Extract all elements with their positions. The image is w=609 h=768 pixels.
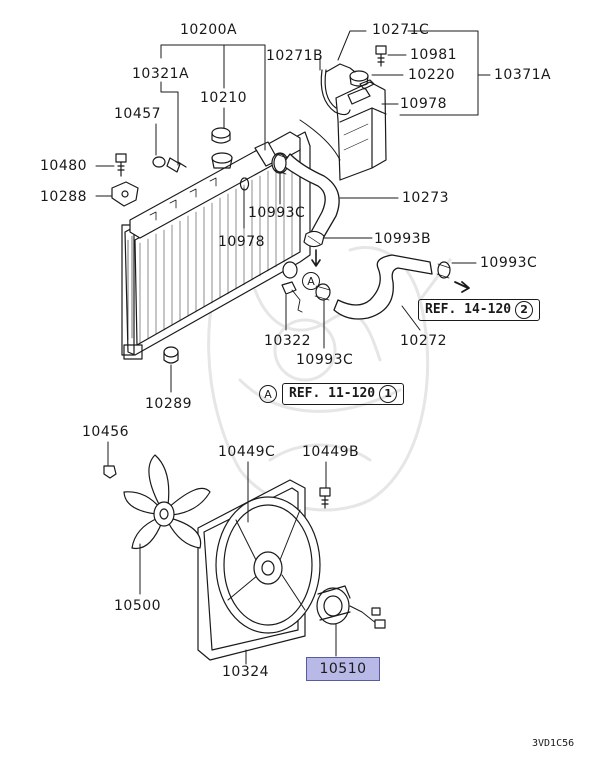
bolt-10480	[115, 153, 127, 177]
label-10457[interactable]: 10457	[114, 106, 162, 122]
fan-blade-10500	[123, 454, 211, 550]
nut-10456	[103, 465, 117, 479]
label-10993C-lower[interactable]: 10993C	[296, 352, 354, 368]
radiator-cap-10210	[211, 127, 231, 144]
label-10273[interactable]: 10273	[402, 190, 450, 206]
label-10220[interactable]: 10220	[408, 67, 456, 83]
fan-motor-10510	[316, 585, 386, 629]
ref-arrow-right	[454, 281, 470, 293]
label-10993C-upper[interactable]: 10993C	[248, 205, 306, 221]
label-10993C-right[interactable]: 10993C	[480, 255, 538, 271]
label-10981[interactable]: 10981	[410, 47, 458, 63]
label-10324[interactable]: 10324	[222, 664, 270, 680]
label-10288[interactable]: 10288	[40, 189, 88, 205]
clamp-10993C-lower	[314, 283, 331, 301]
label-10371A[interactable]: 10371A	[494, 67, 552, 83]
bolt-10449B	[319, 487, 331, 509]
clamp-10993B	[303, 230, 325, 248]
label-10978-radiator[interactable]: 10978	[218, 234, 266, 250]
label-10200A[interactable]: 10200A	[180, 22, 238, 38]
tank-hose-10271C	[325, 63, 356, 73]
lower-hose-10272	[333, 254, 433, 320]
document-code: 3VD1C56	[532, 738, 575, 749]
ref-11-120-text: REF. 11-120	[289, 386, 376, 401]
label-10449C[interactable]: 10449C	[218, 444, 276, 460]
label-10210[interactable]: 10210	[200, 90, 248, 106]
ref-14-120-text: REF. 14-120	[425, 302, 512, 317]
label-10456[interactable]: 10456	[82, 424, 130, 440]
label-10510-selected[interactable]: 10510	[306, 657, 380, 681]
label-10321A[interactable]: 10321A	[132, 66, 190, 82]
bolt-10981	[375, 45, 387, 67]
label-10480[interactable]: 10480	[40, 158, 88, 174]
reserve-tank	[335, 79, 387, 181]
o-ring-10457	[152, 156, 166, 168]
clamp-10993C-right	[436, 261, 451, 279]
label-10993B[interactable]: 10993B	[374, 231, 432, 247]
label-10271B[interactable]: 10271B	[266, 48, 324, 64]
radiator-core	[121, 131, 311, 360]
ref-11-120[interactable]: REF. 11-120 1	[282, 383, 405, 405]
flow-arrow	[311, 249, 321, 267]
ref-14-120[interactable]: REF. 14-120 2	[418, 299, 541, 321]
ref-marker-a: A	[302, 272, 320, 290]
drain-plug	[166, 157, 187, 173]
label-10322[interactable]: 10322	[264, 333, 312, 349]
ref-11-120-number: 1	[379, 385, 398, 403]
label-10500[interactable]: 10500	[114, 598, 162, 614]
label-10449B[interactable]: 10449B	[302, 444, 360, 460]
sensor-10322	[281, 281, 303, 313]
mount-rubber-10289	[163, 346, 179, 364]
label-10289[interactable]: 10289	[145, 396, 193, 412]
leader-lines	[95, 30, 491, 665]
ref-14-120-number: 2	[515, 301, 534, 319]
overflow-hose-10271B	[320, 69, 351, 116]
ref-11-120-marker: A	[259, 385, 277, 403]
label-10272[interactable]: 10272	[400, 333, 448, 349]
fan-shroud-10324	[197, 479, 321, 661]
label-10271C[interactable]: 10271C	[372, 22, 430, 38]
cap-10220	[349, 70, 369, 87]
bracket-10288	[111, 181, 139, 207]
label-10978-tank[interactable]: 10978	[400, 96, 448, 112]
